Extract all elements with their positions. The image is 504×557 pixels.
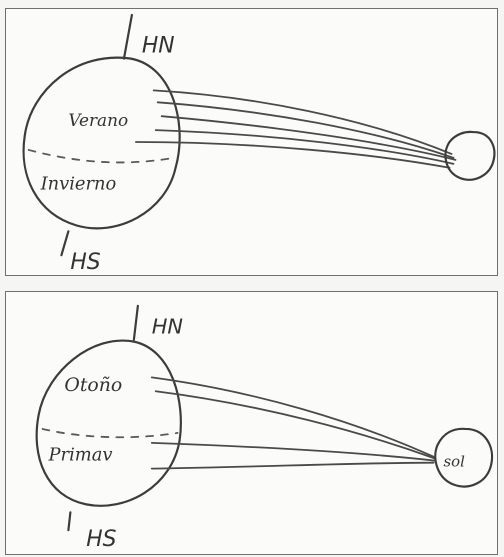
sun-label: sol: [444, 453, 466, 471]
bottom-diagram-panel: HN HS Otoño Primav sol: [5, 291, 498, 555]
earth-axis-south: [67, 511, 72, 532]
sun-ray: [150, 441, 437, 462]
north-hemisphere-label: HN: [152, 315, 184, 339]
bottom-diagram-drawing: HN HS Otoño Primav sol: [35, 304, 494, 552]
sun-ray: [156, 101, 455, 159]
south-hemisphere-label: HS: [70, 250, 100, 275]
earth-axis-south: [60, 230, 70, 257]
sun-circle: [444, 130, 496, 181]
summer-label: Verano: [68, 110, 128, 130]
sun-ray: [150, 461, 435, 470]
sun-ray: [154, 129, 455, 165]
spring-label: Primav: [48, 445, 113, 466]
earth-axis-north: [132, 304, 139, 341]
top-diagram-drawing: HN HS Verano Invierno: [22, 13, 496, 275]
earth-axis-north: [122, 13, 133, 60]
south-hemisphere-label: HS: [86, 527, 116, 552]
winter-label: Invierno: [40, 174, 117, 195]
equator-line: [27, 149, 175, 164]
top-diagram-panel: HN HS Verano Invierno: [5, 8, 498, 276]
autumn-label: Otoño: [64, 375, 122, 396]
sun-ray: [150, 376, 435, 458]
sun-circle: [434, 427, 494, 488]
earth-circle: [35, 339, 182, 507]
sun-ray: [154, 390, 437, 460]
equator-line: [41, 428, 179, 439]
north-hemisphere-label: HN: [142, 34, 175, 59]
sun-ray: [160, 115, 457, 161]
earth-circle: [22, 56, 181, 230]
sun-ray: [134, 141, 451, 169]
sun-ray: [152, 89, 453, 155]
